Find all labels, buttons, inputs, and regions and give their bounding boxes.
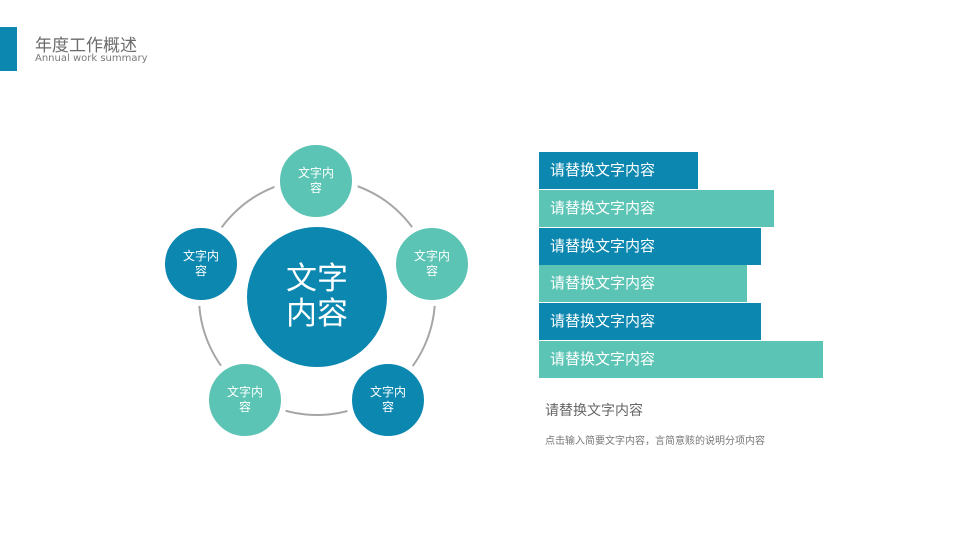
bar-3: 请替换文字内容 bbox=[539, 228, 761, 265]
section-description: 点击输入简要文字内容，言简意赅的说明分项内容 bbox=[545, 436, 765, 447]
section-heading: 请替换文字内容 bbox=[545, 403, 643, 419]
bar-2: 请替换文字内容 bbox=[539, 190, 774, 227]
bar-5: 请替换文字内容 bbox=[539, 303, 761, 340]
bar-1: 请替换文字内容 bbox=[539, 152, 698, 189]
node-left: 文字内容 bbox=[159, 222, 243, 306]
bar-6: 请替换文字内容 bbox=[539, 341, 823, 378]
node-top: 文字内容 bbox=[274, 139, 358, 223]
node-right: 文字内容 bbox=[390, 222, 474, 306]
bar-4: 请替换文字内容 bbox=[539, 265, 747, 302]
title-accent-bar bbox=[0, 27, 17, 71]
page-subtitle: Annual work summary bbox=[35, 53, 148, 64]
page-title: 年度工作概述 bbox=[35, 36, 137, 56]
node-bottom-left: 文字内容 bbox=[203, 358, 287, 442]
center-circle: 文字内容 bbox=[241, 221, 393, 373]
node-bottom-right: 文字内容 bbox=[346, 358, 430, 442]
